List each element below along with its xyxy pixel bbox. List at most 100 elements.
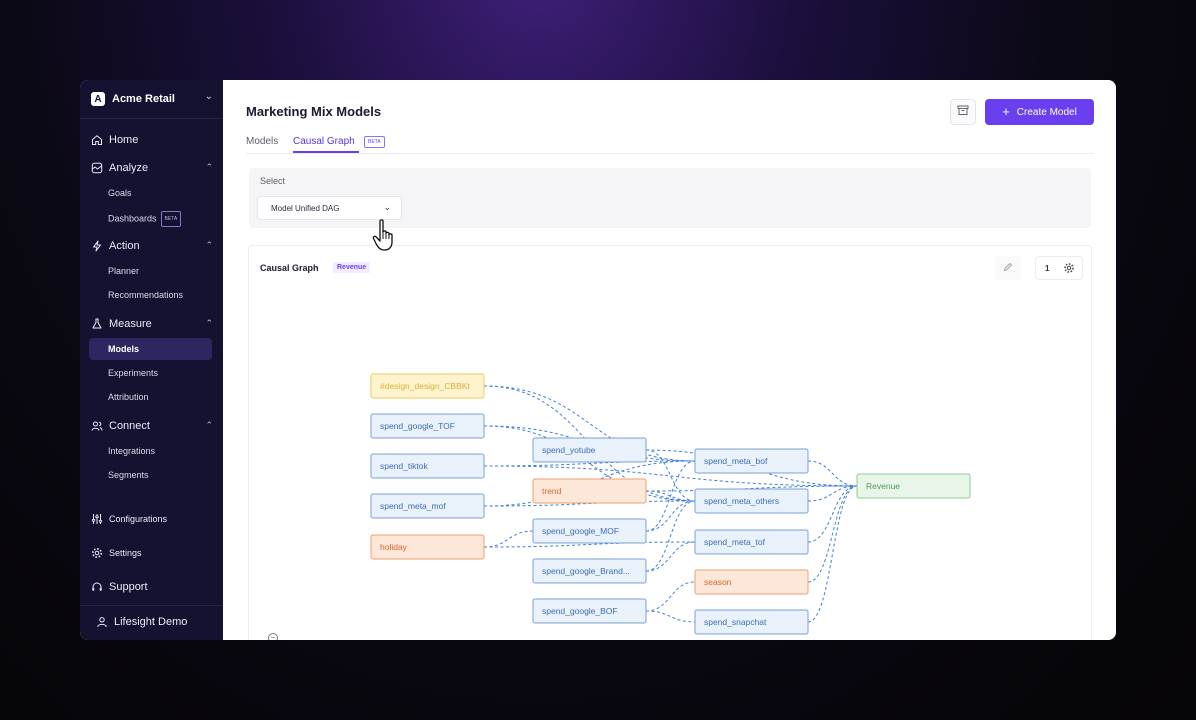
gear-icon [91,547,103,559]
pencil-icon [1003,259,1013,277]
sidebar-item-configurations[interactable]: Configurations [91,511,213,527]
graph-edge [483,541,696,548]
graph-node-box[interactable] [532,558,647,584]
org-switcher[interactable]: A Acme Retail ⌄ [91,91,213,107]
graph-edge [807,485,858,583]
graph-edge [807,460,858,487]
graph-node-box[interactable] [532,478,647,504]
sidebar-item-label: Configurations [109,514,168,524]
sidebar-item-integrations[interactable]: Integrations [108,446,156,456]
model-select-dropdown[interactable]: Model Unified DAG ⌄ [257,196,402,220]
graph-node[interactable]: spend_snapchat [694,609,809,635]
model-select-panel: Select Model Unified DAG ⌄ [249,168,1091,228]
beta-badge: BETA [160,211,182,227]
graph-node-label: spend_meta_tof [704,537,766,547]
graph-node-label: spend_google_TOF [380,421,455,431]
graph-edge [807,485,858,502]
graph-node-box[interactable] [694,609,809,635]
graph-title: Causal Graph [260,263,319,273]
graph-node-box[interactable] [370,373,485,399]
create-model-button[interactable]: + Create Model [985,99,1094,125]
graph-edge [483,530,534,548]
chevron-up-icon[interactable]: ⌃ [205,240,213,250]
graph-node[interactable]: spend_google_Brand... [532,558,647,584]
graph-edge [807,485,858,623]
graph-node-box[interactable] [856,473,971,499]
graph-edge [807,485,858,543]
sidebar-item-planner[interactable]: Planner [108,266,140,276]
graph-node[interactable]: spend_google_TOF [370,413,485,439]
chevron-up-icon[interactable]: ⌃ [205,420,213,430]
sidebar-item-label: Analyze [109,162,149,174]
edit-graph-button[interactable] [995,256,1021,280]
graph-node[interactable]: Revenue [856,473,971,499]
tab-causal-graph[interactable]: Causal Graph [293,136,355,147]
graph-node-box[interactable] [370,453,485,479]
lightning-icon [91,240,103,252]
archive-button[interactable] [950,99,976,125]
graph-edge [645,541,696,572]
tab-models[interactable]: Models [246,136,279,147]
sidebar-active-highlight [89,338,212,360]
sidebar-item-home[interactable]: Home [91,132,213,148]
graph-node-label: spend_yotube [542,445,596,455]
graph-node[interactable]: spend_yotube [532,437,647,463]
graph-node[interactable]: spend_google_BOF [532,598,647,624]
sidebar-item-support[interactable]: Support [91,579,213,595]
graph-node-box[interactable] [532,598,647,624]
graph-settings-button[interactable]: 1 [1035,256,1083,280]
graph-node[interactable]: spend_meta_tof [694,529,809,555]
sidebar-item-experiments[interactable]: Experiments [108,368,159,378]
graph-node-box[interactable] [694,529,809,555]
graph-node-box[interactable] [694,488,809,514]
zoom-out-button[interactable]: − [268,633,278,640]
graph-node-label: trend [542,486,562,496]
sidebar-item-segments[interactable]: Segments [108,470,149,480]
sidebar-item-settings[interactable]: Settings [91,545,213,561]
graph-node-box[interactable] [370,534,485,560]
user-profile[interactable]: Lifesight Demo [96,614,218,630]
graph-node-box[interactable] [532,518,647,544]
chevron-up-icon[interactable]: ⌃ [205,162,213,172]
sidebar-item-label: Support [109,581,148,593]
graph-node-label: holiday [380,542,408,552]
graph-node-label: spend_meta_mof [380,501,446,511]
graph-node[interactable]: spend_meta_mof [370,493,485,519]
archive-icon [957,103,969,121]
sidebar: A Acme Retail ⌄ Home Analyze ⌃ Goals Das… [80,80,223,640]
graph-node-box[interactable] [532,437,647,463]
graph-node-box[interactable] [370,493,485,519]
graph-node[interactable]: spend_google_MOF [532,518,647,544]
plus-icon: + [1002,104,1010,119]
graph-node-box[interactable] [694,569,809,595]
chevron-up-icon[interactable]: ⌃ [205,318,213,328]
graph-node-box[interactable] [694,448,809,474]
graph-node[interactable]: #design_design_CBBKt [370,373,485,399]
causal-dag[interactable]: #design_design_CBBKt spend_google_TOFspen… [249,246,1093,640]
graph-node-label: spend_meta_others [704,496,779,506]
sidebar-item-label: Settings [109,548,142,558]
graph-node[interactable]: holiday [370,534,485,560]
sidebar-item-measure[interactable]: Measure ⌃ [91,316,213,332]
sidebar-item-connect[interactable]: Connect ⌃ [91,418,213,434]
graph-node[interactable]: spend_meta_others [694,488,809,514]
sidebar-item-action[interactable]: Action ⌃ [91,238,213,254]
graph-node-label: #design_design_CBBKt [380,381,470,391]
graph-node-box[interactable] [370,413,485,439]
sidebar-item-attribution[interactable]: Attribution [108,392,149,402]
user-name: Lifesight Demo [114,616,188,628]
graph-node[interactable]: season [694,569,809,595]
headset-icon [91,581,103,593]
home-icon [91,134,103,146]
sidebar-item-goals[interactable]: Goals [108,188,132,198]
graph-node[interactable]: trend [532,478,647,504]
gear-icon [1063,262,1075,276]
sidebar-item-recommendations[interactable]: Recommendations [108,290,184,300]
users-icon [91,420,103,432]
graph-node[interactable]: spend_tiktok [370,453,485,479]
sidebar-item-analyze[interactable]: Analyze ⌃ [91,160,213,176]
graph-node[interactable]: spend_meta_bof [694,448,809,474]
org-name: Acme Retail [112,93,175,105]
sidebar-item-models[interactable]: Models [108,344,140,354]
